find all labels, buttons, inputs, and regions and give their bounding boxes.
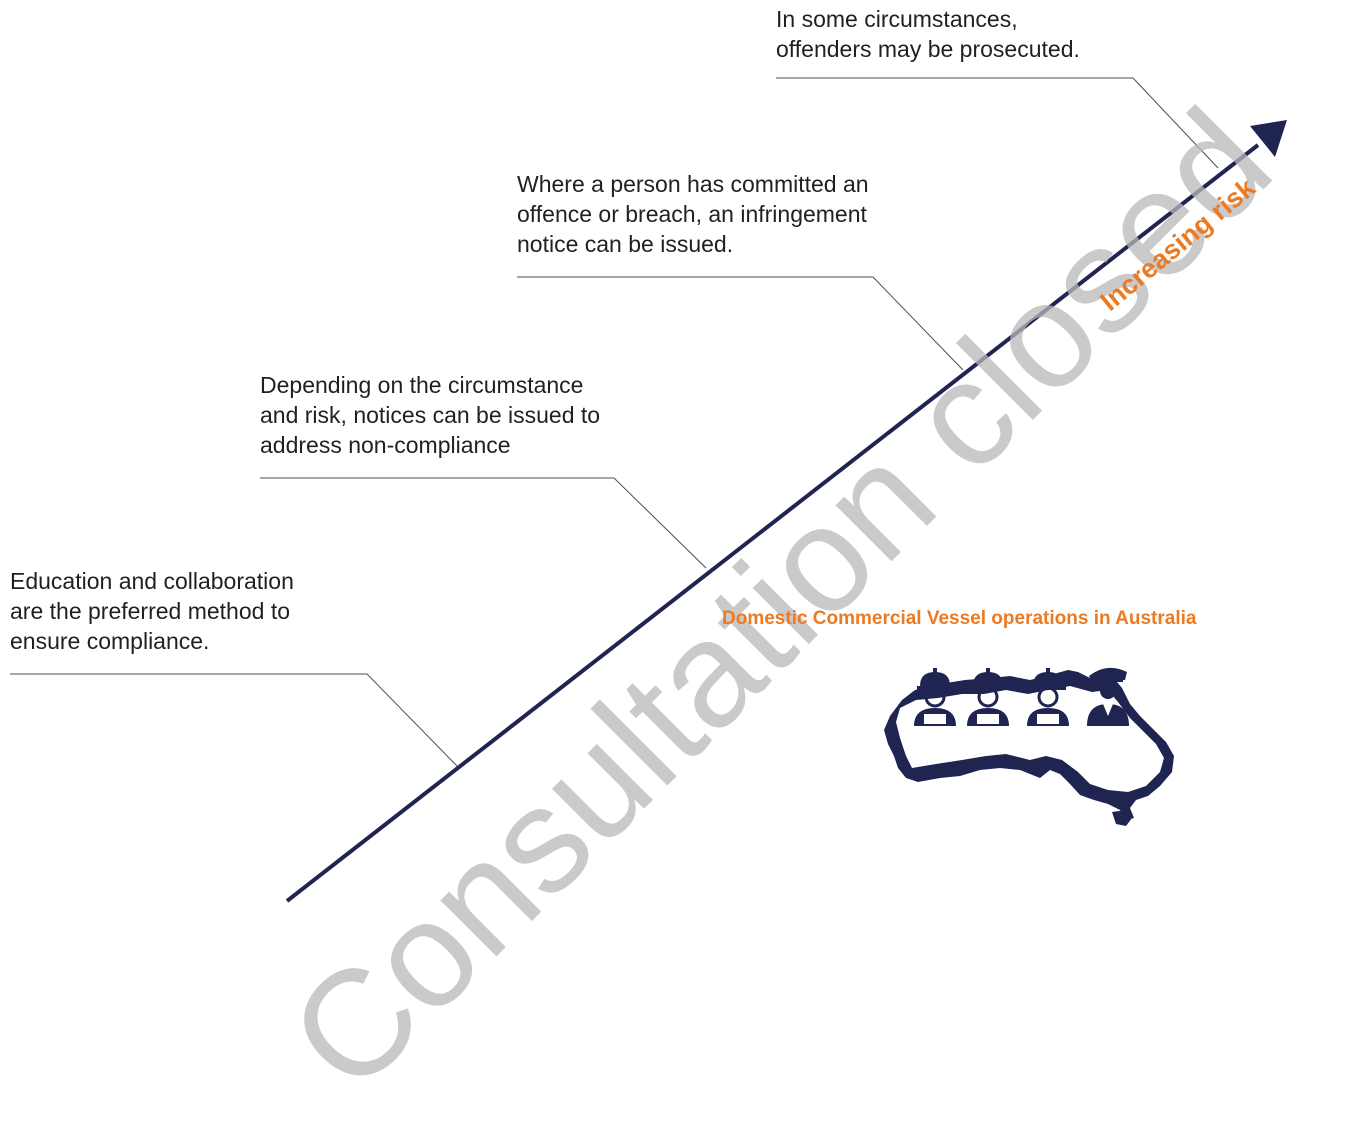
worker-hardhat-icon-2 xyxy=(967,668,1009,726)
risk-axis-line xyxy=(285,143,1260,903)
level-2-text: Depending on the circumstance and risk, … xyxy=(260,372,601,458)
diagram-canvas xyxy=(10,77,1287,903)
tasmania-shape xyxy=(1112,810,1132,826)
captain-icon xyxy=(1087,667,1129,726)
leader-line-4 xyxy=(776,77,1219,169)
arrowhead-icon xyxy=(1250,120,1287,157)
level-1-text: Education and collaboration are the pref… xyxy=(10,568,294,654)
worker-hardhat-icon-3 xyxy=(1027,668,1069,726)
level-3-text: Where a person has committed an offence … xyxy=(517,171,869,257)
leader-line-1 xyxy=(10,673,458,767)
worker-hardhat-icon-1 xyxy=(914,668,956,726)
leader-line-2 xyxy=(260,477,707,569)
level-4-text: In some circumstances, offenders may be … xyxy=(776,6,1080,62)
illustration-caption: Domestic Commercial Vessel operations in… xyxy=(722,608,1197,629)
australia-map-with-crew-icon xyxy=(884,667,1174,826)
leader-line-3 xyxy=(517,276,964,371)
